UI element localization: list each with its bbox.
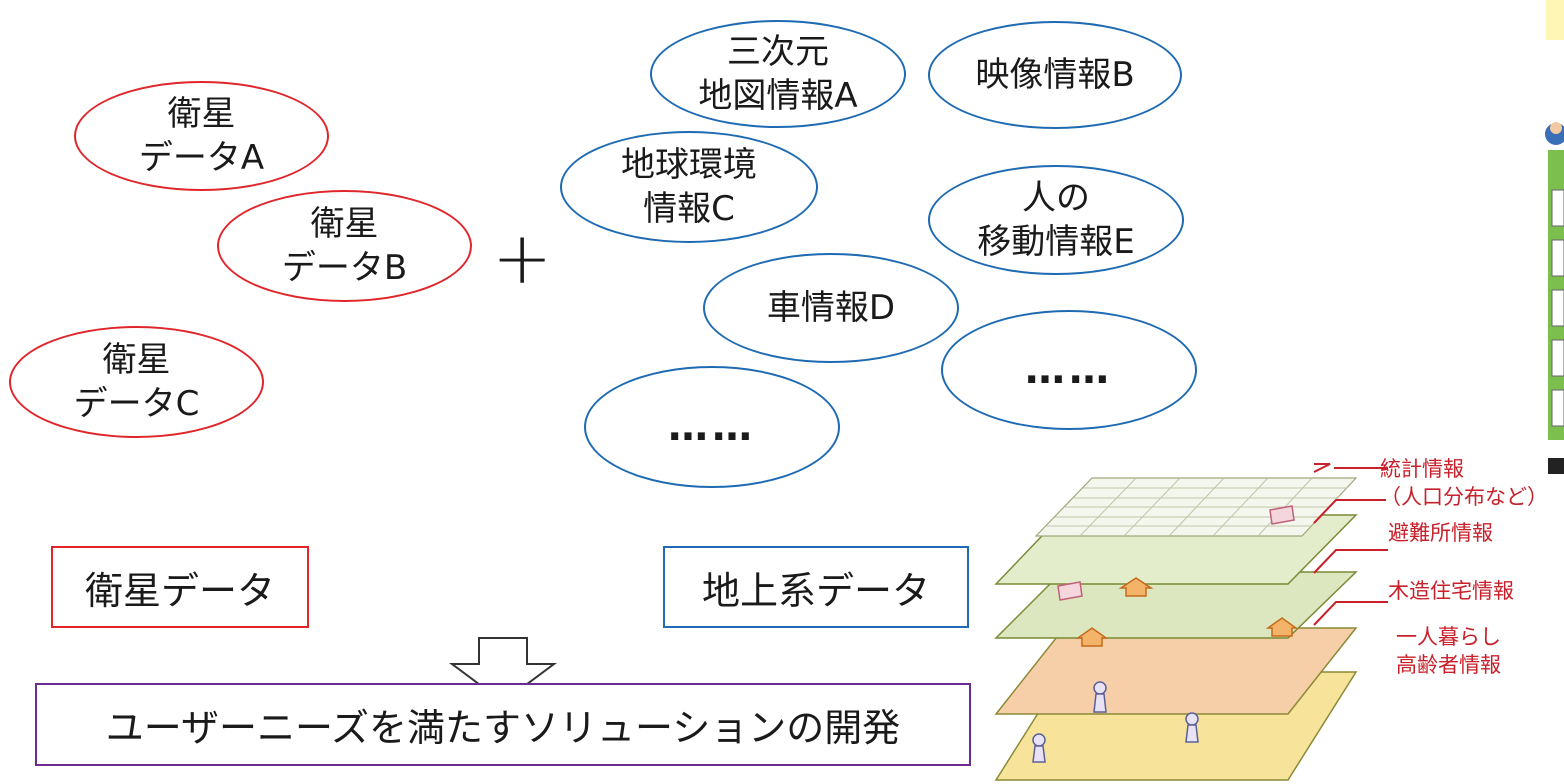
satellite-data-a: 衛星 データA [74,81,329,191]
ground-data-3d-map-a: 三次元 地図情報A [650,20,906,128]
layer-statistics [1034,477,1358,537]
house-markers [1075,577,1299,647]
satellite-data-c: 衛星 データC [9,326,264,438]
ground-data-environment-c: 地球環境 情報C [560,131,818,243]
layer-label-wooden-houses: 木造住宅情報 [1388,579,1514,603]
layer-label-elderly: 一人暮らし 高齢者情報 [1396,625,1501,677]
shelter-markers [1057,505,1295,601]
ground-data-vehicle-d: 車情報D [703,253,959,363]
layered-map-illustration [994,463,1388,781]
person-markers [1032,681,1199,763]
leader-lines [1313,463,1388,626]
solution-box: ユーザーニーズを満たすソリューションの開発 [35,683,971,766]
plus-sign: + [492,216,553,300]
layer-label-statistics: 統計情報 （人口分布など） [1380,457,1548,509]
layer-label-shelters: 避難所情報 [1388,521,1493,545]
ground-data-box: 地上系データ [663,546,969,628]
ground-data-more-2: …… [584,366,840,488]
satellite-data-box: 衛星データ [51,546,309,628]
ground-data-more-1: …… [941,310,1197,430]
ground-data-video-b: 映像情報B [928,21,1182,129]
ground-data-people-movement-e: 人の 移動情報E [928,165,1184,275]
satellite-data-b: 衛星 データB [217,190,472,302]
cropped-side-panel [1545,0,1564,474]
